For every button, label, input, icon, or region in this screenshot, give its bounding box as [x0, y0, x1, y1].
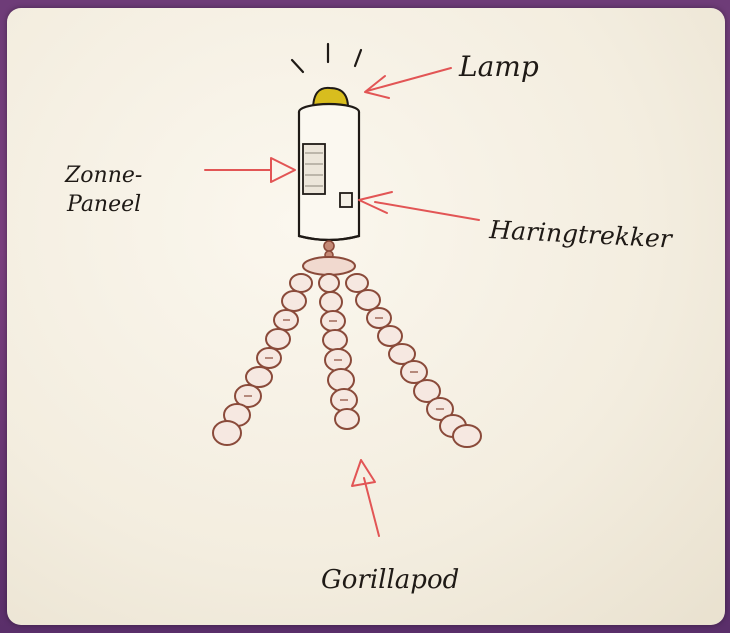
tripod-legs — [213, 274, 481, 447]
label-solar-panel-line2: Paneel — [66, 192, 141, 217]
tent-peg-puller — [340, 193, 352, 207]
arrow-gorillapod — [352, 460, 379, 536]
label-tent-peg-puller: Haringtrekker — [488, 215, 675, 254]
light-rays — [292, 44, 361, 72]
tripod-leg-left — [213, 274, 312, 445]
label-gorillapod: Gorillapod — [321, 565, 459, 595]
tripod-leg-middle — [319, 274, 359, 429]
sketch-paper: Lamp Zonne- Paneel Haringtrekker Gorilla… — [7, 8, 725, 625]
solar-panel — [303, 144, 325, 194]
tripod-head — [303, 257, 355, 275]
arrow-lamp — [365, 68, 451, 98]
tripod-leg-right — [346, 274, 481, 447]
label-solar-panel-line1: Zonne- — [64, 163, 142, 188]
sketch-diagram: Lamp Zonne- Paneel Haringtrekker Gorilla… — [7, 8, 725, 625]
label-lamp: Lamp — [458, 50, 539, 83]
arrow-solar-panel — [205, 158, 295, 182]
arrow-tent-peg-puller — [359, 192, 479, 220]
